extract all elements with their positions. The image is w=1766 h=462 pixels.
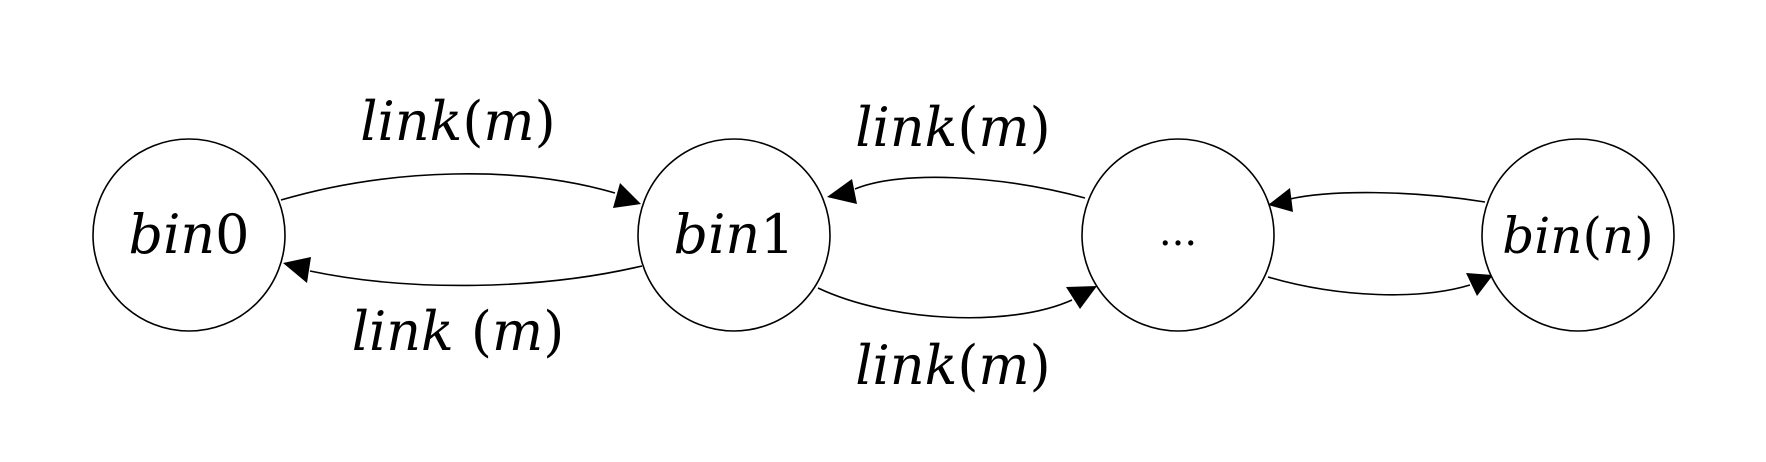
edge-bin1-to-bin0 [309, 265, 643, 287]
node-bin1-circle [637, 138, 831, 332]
node-ellipsis-label: ... [1159, 209, 1197, 255]
node-bin1-label: bin1 [674, 203, 795, 266]
node-bin0-circle [92, 138, 286, 332]
edge-bin1-to-bin0-arrowhead [283, 257, 311, 283]
edge-bin1-to-ellipsis-arrowhead [1066, 286, 1097, 309]
edge-label-bin1-to-bin0: link (m) [352, 300, 565, 363]
edge-binn-to-ellipsis-arrowhead [1268, 188, 1293, 212]
node-bin0: bin0 [92, 138, 286, 332]
node-binn-label: bin(n) [1502, 207, 1653, 265]
edge-bin0-to-bin1 [280, 173, 616, 201]
edge-ellipsis-to-bin1 [854, 176, 1086, 199]
node-bin0-label: bin0 [129, 203, 250, 266]
edge-binn-to-ellipsis [1289, 191, 1486, 203]
edge-label-bin1-to-ellipsis: link(m) [855, 334, 1050, 397]
edge-label-ellipsis-to-bin1: link(m) [855, 96, 1050, 159]
edge-bin1-to-ellipsis [817, 287, 1073, 319]
node-bin1: bin1 [637, 138, 831, 332]
node-ellipsis: ... [1081, 138, 1275, 332]
edge-label-bin0-to-bin1: link(m) [360, 90, 555, 153]
edge-bin0-to-bin1-arrowhead [613, 183, 641, 208]
edge-ellipsis-to-binn-arrowhead [1466, 273, 1493, 296]
edge-ellipsis-to-bin1-arrowhead [827, 179, 857, 204]
node-binn: bin(n) [1481, 138, 1675, 332]
edge-ellipsis-to-binn [1267, 276, 1471, 296]
node-binn-circle [1481, 138, 1675, 332]
node-ellipsis-circle [1081, 138, 1275, 332]
